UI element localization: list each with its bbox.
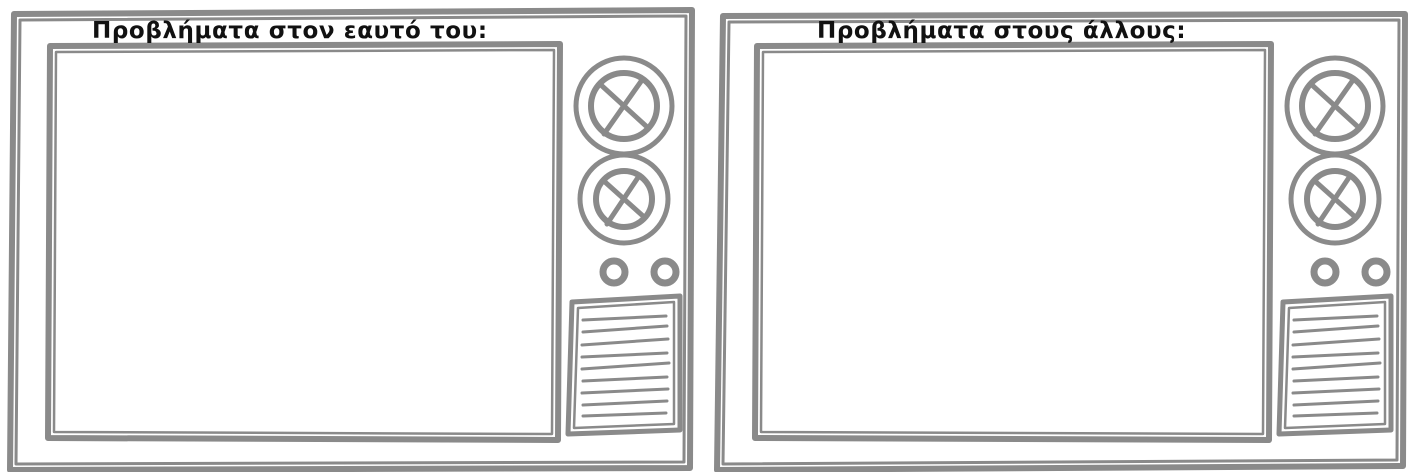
round-button-icon [1314, 261, 1336, 283]
panel-title: Προβλήματα στους άλλους: [817, 14, 1186, 48]
crossed-dial-icon [580, 155, 668, 243]
speaker-grille-icon [1279, 296, 1391, 434]
round-button-icon [603, 261, 625, 283]
speaker-grille-icon [568, 296, 680, 434]
tv-panel-self: Προβλήματα στον εαυτό του: [0, 0, 705, 472]
round-button-icon [1365, 261, 1387, 283]
crossed-dial-icon [1287, 58, 1383, 154]
writing-area[interactable] [762, 48, 1264, 436]
panel-title: Προβλήματα στον εαυτό του: [92, 14, 488, 48]
crossed-dial-icon [1291, 155, 1379, 243]
tv-panel-others: Προβλήματα στους άλλους: [705, 0, 1410, 472]
round-button-icon [654, 261, 676, 283]
crossed-dial-icon [576, 58, 672, 154]
writing-area[interactable] [54, 48, 556, 436]
